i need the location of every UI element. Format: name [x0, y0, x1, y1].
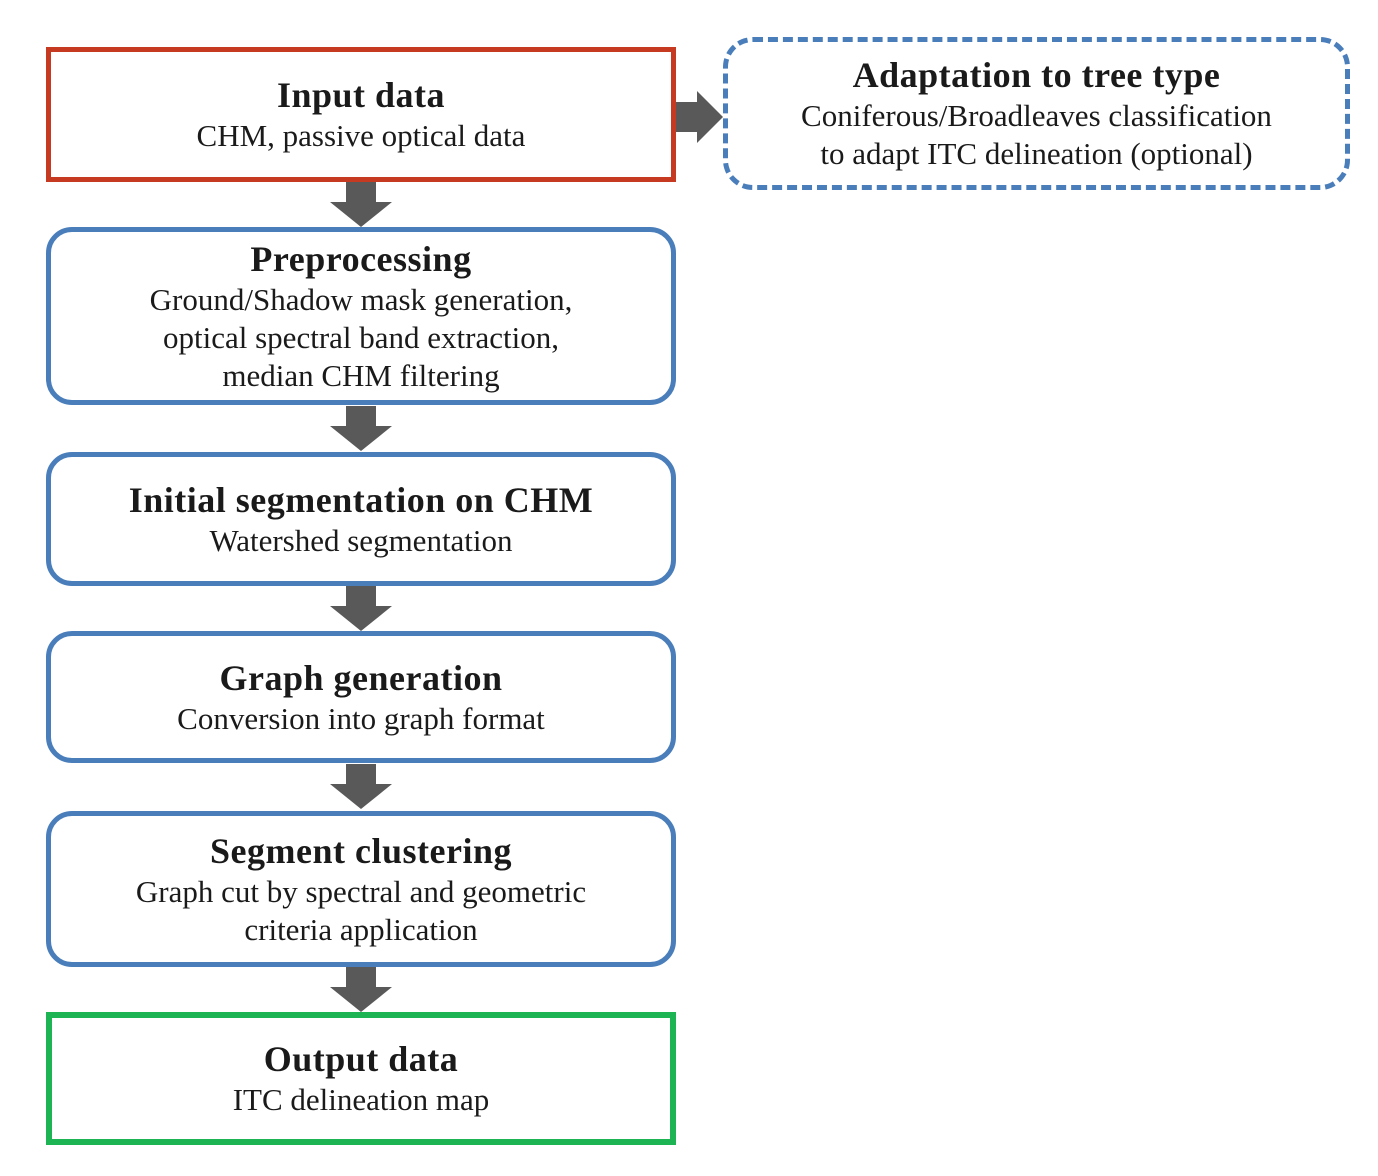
down-arrow-icon [330, 406, 392, 451]
subtitle-line: Graph cut by spectral and geometric [135, 873, 587, 909]
box-subtitle: Watershed segmentation [209, 522, 512, 560]
box-subtitle: Conversion into graph format [177, 700, 545, 738]
output-data-box: Output data ITC delineation map [46, 1012, 676, 1145]
preprocessing-box: Preprocessing Ground/Shadow mask generat… [46, 227, 676, 405]
box-subtitle: Ground/Shadow mask generation, optical s… [150, 281, 573, 394]
box-subtitle: ITC delineation map [233, 1081, 490, 1119]
subtitle-line: to adapt ITC delineation (optional) [820, 136, 1253, 172]
box-title: Adaptation to tree type [852, 55, 1221, 96]
subtitle-line: ITC delineation map [232, 1082, 490, 1118]
initial-segmentation-box: Initial segmentation on CHM Watershed se… [46, 452, 676, 586]
arrow-clustering-to-output [330, 967, 392, 1012]
down-arrow-icon [330, 182, 392, 227]
box-title: Preprocessing [250, 238, 472, 279]
adaptation-box: Adaptation to tree type Coniferous/Broad… [723, 37, 1350, 190]
arrow-input-to-preprocessing [330, 182, 392, 227]
box-title: Input data [276, 75, 446, 115]
box-title: Output data [263, 1039, 459, 1079]
down-arrow-icon [330, 586, 392, 631]
subtitle-line: optical spectral band extraction, [163, 319, 559, 355]
subtitle-line: median CHM filtering [222, 357, 500, 393]
down-arrow-icon [330, 967, 392, 1012]
box-title: Graph generation [219, 657, 503, 698]
subtitle-line: Conversion into graph format [177, 700, 545, 736]
subtitle-line: CHM, passive optical data [196, 118, 526, 154]
segment-clustering-box: Segment clustering Graph cut by spectral… [46, 811, 676, 967]
subtitle-line: Ground/Shadow mask generation, [149, 281, 573, 317]
right-arrow-icon [676, 91, 723, 143]
box-subtitle: Coniferous/Broadleaves classification to… [801, 97, 1272, 173]
down-arrow-icon [330, 764, 392, 809]
graph-generation-box: Graph generation Conversion into graph f… [46, 631, 676, 763]
subtitle-line: Watershed segmentation [209, 522, 513, 558]
arrow-segmentation-to-graph [330, 586, 392, 631]
box-title: Initial segmentation on CHM [128, 479, 594, 520]
subtitle-line: Coniferous/Broadleaves classification [801, 98, 1272, 134]
input-data-box: Input data CHM, passive optical data [46, 47, 676, 182]
arrow-preprocessing-to-segmentation [330, 406, 392, 451]
box-subtitle: CHM, passive optical data [197, 117, 526, 155]
subtitle-line: criteria application [244, 911, 478, 947]
box-title: Segment clustering [210, 830, 512, 871]
box-subtitle: Graph cut by spectral and geometric crit… [136, 873, 586, 949]
arrow-input-to-adaptation [676, 91, 723, 143]
arrow-graph-to-clustering [330, 764, 392, 809]
